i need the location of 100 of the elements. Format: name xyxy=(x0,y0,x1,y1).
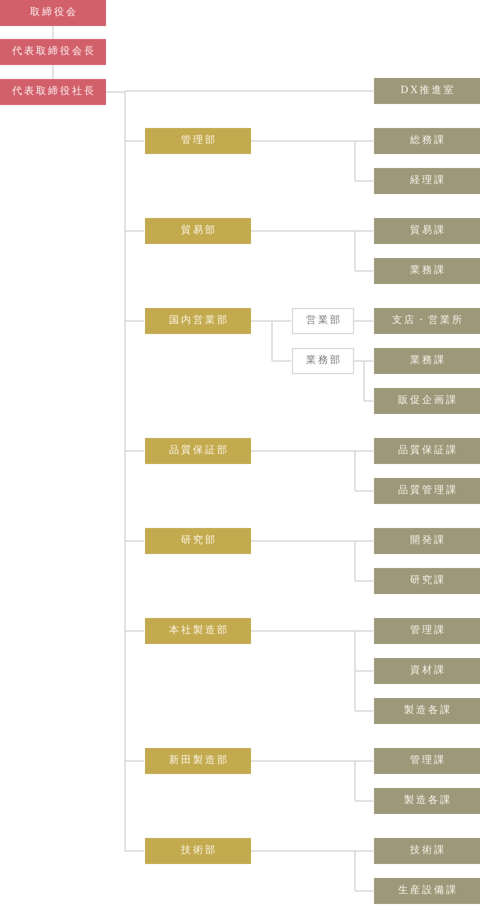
section-label: 総務課 xyxy=(409,135,446,147)
section-box xyxy=(374,878,480,904)
department-label: 本社製造部 xyxy=(168,625,229,637)
section-label: 経理課 xyxy=(409,175,446,187)
department-box xyxy=(145,128,251,154)
section-box xyxy=(374,438,480,464)
connector-line xyxy=(354,320,374,322)
sub-department-box xyxy=(292,308,354,334)
section-box xyxy=(374,218,480,244)
connector-line xyxy=(354,710,374,712)
connector-line xyxy=(124,850,144,852)
section-label: DX推進室 xyxy=(399,85,456,97)
connector-line xyxy=(124,540,144,542)
department-box xyxy=(145,218,251,244)
section-label: 資材課 xyxy=(409,665,446,677)
connector-line xyxy=(354,230,374,232)
executive-label: 取締役会 xyxy=(29,7,78,19)
section-label: 開発課 xyxy=(409,535,446,547)
executive-box xyxy=(0,79,106,105)
connector-line xyxy=(272,360,292,362)
department-box xyxy=(145,618,251,644)
connector-line xyxy=(354,760,374,762)
connector-line xyxy=(354,850,374,852)
sub-department-label: 業務部 xyxy=(305,355,342,367)
section-box xyxy=(374,78,480,104)
section-box xyxy=(374,698,480,724)
connector-line xyxy=(250,450,356,492)
section-box xyxy=(374,658,480,684)
connector-line xyxy=(364,400,374,402)
department-label: 研究部 xyxy=(180,535,217,547)
connector-line xyxy=(250,760,356,802)
connector-line xyxy=(250,630,356,712)
connector-line xyxy=(354,580,374,582)
section-label: 製造各課 xyxy=(403,705,452,717)
section-label: 貿易課 xyxy=(409,225,446,237)
department-box xyxy=(145,438,251,464)
connector-line xyxy=(354,140,374,142)
department-box xyxy=(145,838,251,864)
section-label: 製造各課 xyxy=(403,795,452,807)
connector-line xyxy=(250,320,272,362)
connector-line xyxy=(106,90,126,852)
section-box xyxy=(374,478,480,504)
section-label: 品質管理課 xyxy=(397,485,458,497)
connector-line xyxy=(124,320,144,322)
connector-line xyxy=(364,360,374,362)
section-box xyxy=(374,348,480,374)
connector-line xyxy=(124,140,144,142)
connector-line xyxy=(124,630,144,632)
section-label: 研究課 xyxy=(409,575,446,587)
executive-box xyxy=(0,0,106,26)
connector-line xyxy=(250,230,356,272)
section-box xyxy=(374,308,480,334)
connector-line xyxy=(354,450,374,452)
department-label: 新田製造部 xyxy=(168,755,229,767)
connector-line xyxy=(354,670,374,672)
sub-department-box xyxy=(292,348,354,374)
section-label: 品質保証課 xyxy=(397,445,458,457)
section-label: 管理課 xyxy=(409,625,446,637)
connector-line xyxy=(124,760,144,762)
connector-line xyxy=(250,850,356,892)
connector-line xyxy=(272,320,292,322)
section-label: 生産設備課 xyxy=(397,885,458,897)
section-box xyxy=(374,168,480,194)
connector-line xyxy=(354,540,374,542)
section-box xyxy=(374,258,480,284)
section-box xyxy=(374,528,480,554)
connector-line xyxy=(250,140,356,182)
section-box xyxy=(374,748,480,774)
executive-box xyxy=(0,39,106,65)
connector-line xyxy=(52,64,54,80)
section-box xyxy=(374,788,480,814)
department-label: 品質保証部 xyxy=(168,445,229,457)
executive-label: 代表取締役社長 xyxy=(11,86,96,98)
connector-line xyxy=(124,230,144,232)
department-box xyxy=(145,308,251,334)
connector-line xyxy=(124,450,144,452)
connector-line xyxy=(250,540,356,582)
connector-line xyxy=(354,270,374,272)
department-label: 管理部 xyxy=(180,135,217,147)
connector-line xyxy=(52,26,54,40)
connector-line xyxy=(354,800,374,802)
section-label: 業務課 xyxy=(409,355,446,367)
department-label: 国内営業部 xyxy=(168,315,229,327)
section-label: 支店・営業所 xyxy=(391,315,464,327)
department-box xyxy=(145,748,251,774)
section-box xyxy=(374,388,480,414)
connector-line xyxy=(124,90,374,92)
connector-line xyxy=(354,630,374,632)
section-box xyxy=(374,128,480,154)
connector-line xyxy=(354,180,374,182)
connector-line xyxy=(354,360,364,402)
connector-line xyxy=(354,890,374,892)
connector-line xyxy=(354,490,374,492)
sub-department-label: 営業部 xyxy=(305,315,342,327)
section-label: 管理課 xyxy=(409,755,446,767)
department-label: 貿易部 xyxy=(180,225,217,237)
section-box xyxy=(374,568,480,594)
executive-label: 代表取締役会長 xyxy=(11,46,96,58)
section-box xyxy=(374,838,480,864)
section-label: 技術課 xyxy=(409,845,446,857)
